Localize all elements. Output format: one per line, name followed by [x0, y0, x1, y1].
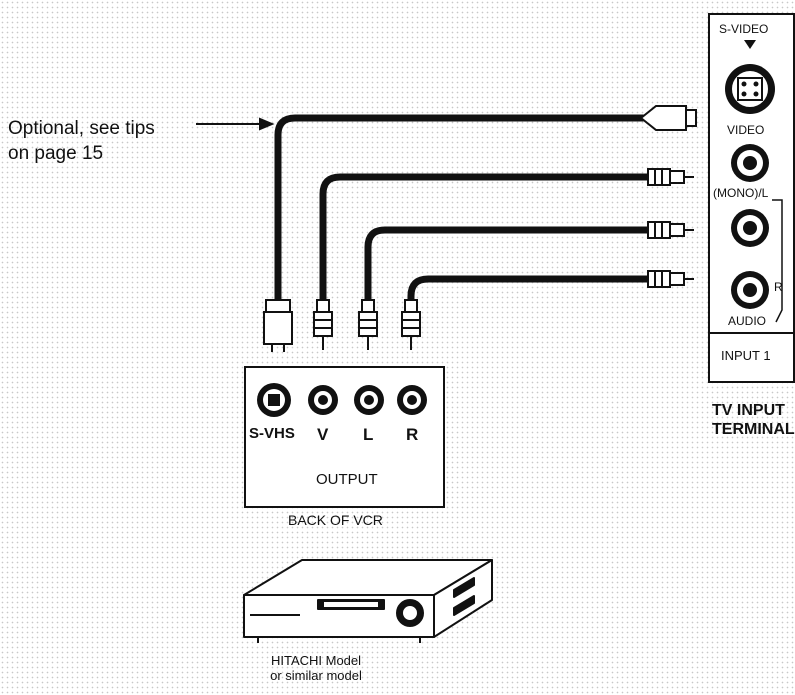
svhs-jack-label: S-VHS: [249, 425, 295, 442]
back-of-vcr-caption: BACK OF VCR: [288, 512, 383, 528]
r-jack-label: R: [774, 280, 783, 294]
video-jack-label: VIDEO: [727, 123, 765, 137]
input-1-label: INPUT 1: [721, 348, 771, 363]
tv-input-panel: [708, 13, 795, 383]
note-arrow: [196, 117, 275, 131]
svideo-plug-vcr: [263, 299, 293, 352]
vcr-model-caption-line2: or similar model: [270, 668, 362, 683]
svideo-plug-tv: [639, 105, 697, 131]
audio-right-cable: [407, 275, 652, 304]
tv-caption-line1: TV INPUT: [712, 402, 785, 419]
svideo-cable: [274, 114, 647, 304]
l-jack-label: L: [363, 425, 374, 444]
optional-note-line2: on page 15: [8, 143, 104, 164]
optional-note-line1: Optional, see tips: [8, 118, 155, 139]
tv-caption-line2: TERMINAL: [712, 421, 795, 438]
rca-plugs-vcr: [313, 299, 421, 350]
mono-l-jack-label: (MONO)/L: [713, 186, 769, 200]
video-cable: [319, 173, 652, 304]
audio-label: AUDIO: [728, 314, 767, 328]
rca-plugs-tv: [647, 168, 694, 288]
v-jack-label: V: [317, 425, 329, 444]
tv-input-terminal-caption: TV INPUT TERMINAL: [712, 401, 795, 439]
optional-note: Optional, see tips on page 15: [8, 116, 155, 166]
vcr-device: [243, 559, 493, 643]
vcr-back-panel: [244, 366, 445, 508]
vcr-model-caption: HITACHI Model or similar model: [268, 653, 364, 683]
r-output-jack-label: R: [406, 425, 419, 444]
svideo-jack-label: S-VIDEO: [719, 22, 769, 36]
audio-left-cable: [364, 226, 652, 304]
output-label: OUTPUT: [316, 471, 378, 488]
vcr-model-caption-line1: HITACHI Model: [270, 653, 362, 668]
